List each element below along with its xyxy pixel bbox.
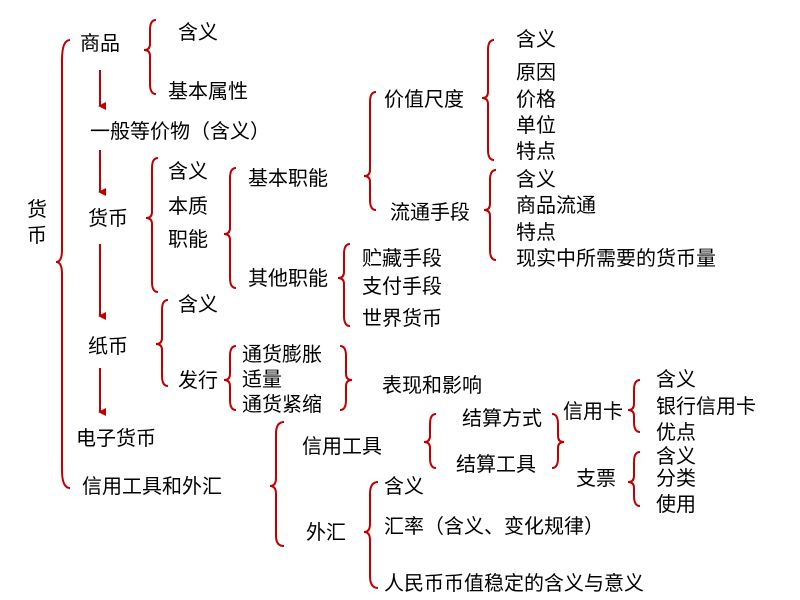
node-hb-benzhi: 本质	[168, 194, 208, 218]
node-wh-hanyi: 含义	[384, 474, 424, 498]
node-huobi-root: 货币	[27, 197, 47, 247]
bracket-jiesuan-right	[551, 413, 565, 469]
node-jz-yuanyin: 原因	[516, 60, 556, 84]
node-qita-zhineng: 其他职能	[248, 266, 328, 290]
bracket-huobi	[145, 157, 159, 293]
node-liutong: 流通手段	[390, 200, 470, 224]
node-jiesuan-fangshi: 结算方式	[462, 406, 542, 430]
node-xinyong-gongju: 信用工具	[302, 434, 382, 458]
bracket-xinyong	[423, 413, 437, 469]
node-hb-zhineng: 职能	[168, 227, 208, 251]
node-xinyongka: 信用卡	[563, 399, 623, 423]
node-zhifu: 支付手段	[362, 274, 442, 298]
bracket-zhibi	[155, 299, 169, 387]
node-pengzhang: 通货膨胀	[242, 342, 322, 366]
node-jinsuo: 通货紧缩	[242, 392, 322, 416]
node-xyk-yinhang: 银行信用卡	[656, 394, 756, 418]
node-sp-shuxing: 基本属性	[168, 79, 248, 103]
node-zhibi: 纸币	[88, 334, 128, 358]
bracket-jiben	[363, 91, 377, 211]
bracket-jiazhi	[481, 39, 495, 161]
node-biaoxian: 表现和影响	[382, 373, 482, 397]
node-jz-tedian: 特点	[516, 139, 556, 163]
node-hb-hanyi: 含义	[168, 159, 208, 183]
bracket-shangpin	[143, 19, 157, 95]
node-zhipiao: 支票	[576, 466, 616, 490]
bracket-zhineng	[223, 167, 237, 289]
node-jz-jiage: 价格	[516, 87, 556, 111]
node-jiazhi-chidu: 价值尺度	[384, 87, 464, 111]
node-zp-hanyi: 含义	[656, 444, 696, 468]
node-xinyong-waihui: 信用工具和外汇	[82, 474, 222, 498]
node-xyk-hanyi: 含义	[656, 367, 696, 391]
bracket-faxing	[223, 345, 237, 411]
bracket-xinyongka	[627, 379, 641, 433]
node-shiliang: 适量	[242, 367, 282, 391]
bracket-xinyong-waihui	[269, 421, 285, 547]
node-wh-huilv: 汇率（含义、变化规律）	[384, 514, 604, 538]
node-jz-hanyi: 含义	[516, 27, 556, 51]
node-dianzi: 电子货币	[76, 426, 156, 450]
node-lt-hanyi: 含义	[516, 167, 556, 191]
node-lt-liang: 现实中所需要的货币量	[516, 246, 716, 270]
bracket-root	[55, 39, 71, 489]
node-zhucang: 贮藏手段	[362, 246, 442, 270]
node-dengjiawu: 一般等价物（含义）	[90, 119, 270, 143]
bracket-waihui	[363, 481, 379, 589]
node-huobi: 货币	[88, 206, 128, 230]
node-jz-danwei: 单位	[516, 113, 556, 137]
node-sp-hanyi: 含义	[178, 20, 218, 44]
node-xyk-youdian: 优点	[656, 420, 696, 444]
node-jiesuan-gongju: 结算工具	[456, 452, 536, 476]
node-lt-tedian: 特点	[516, 220, 556, 244]
node-waihui: 外汇	[306, 520, 346, 544]
node-wh-rmb: 人民币币值稳定的含义与意义	[384, 571, 644, 595]
node-lt-liutong: 商品流通	[516, 193, 596, 217]
node-shijie: 世界货币	[362, 306, 442, 330]
node-zb-hanyi: 含义	[178, 292, 218, 316]
node-jiben-zhineng: 基本职能	[248, 166, 328, 190]
node-zp-shiyong: 使用	[656, 492, 696, 516]
node-zb-faxing: 发行	[178, 368, 218, 392]
bracket-zhipiao	[627, 451, 641, 507]
bracket-qita	[337, 243, 351, 327]
node-shangpin: 商品	[80, 31, 120, 55]
bracket-liutong	[483, 169, 497, 261]
node-zp-fenlei: 分类	[656, 466, 696, 490]
bracket-faxing-right	[339, 345, 353, 411]
